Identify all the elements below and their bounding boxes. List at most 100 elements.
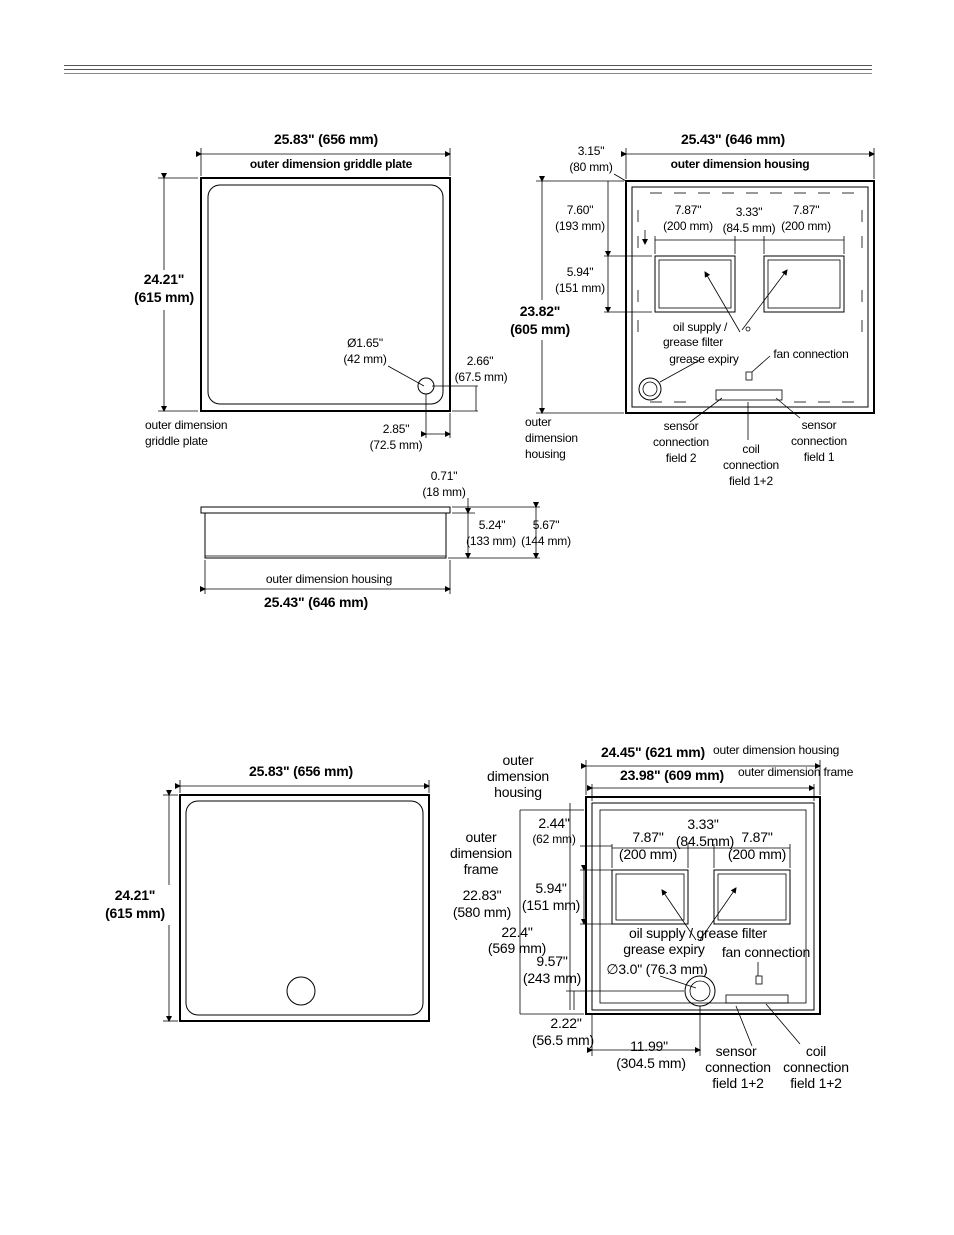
housing-bottom-view (519, 760, 821, 1056)
bottom-housing-width-label: outer dimension housing (713, 743, 840, 757)
outer-housing-label: dimension (486, 768, 550, 784)
coil-connection-label: connection (722, 458, 780, 472)
dim-333-in: 3.33" (735, 205, 763, 219)
griddle-height-in: 24.21" (143, 271, 185, 287)
side-width-dim: 25.43" (646 mm) (263, 594, 369, 610)
grease-expiry-label: grease expiry (669, 352, 739, 366)
coil-connection-label: coil (805, 1043, 827, 1059)
dim-2283-in: 22.83" (462, 887, 502, 903)
dim-594-mm: (151 mm) (555, 281, 605, 295)
dim-787a-in: 7.87" (674, 203, 702, 217)
griddle-plate-top-view (158, 148, 478, 438)
griddle-width-dim: 25.83" (656 mm) (273, 131, 379, 147)
header-rule (64, 69, 872, 70)
bottom-housing-width-dim: 24.45" (621 mm) (600, 744, 706, 760)
dim-567-mm: (144 mm) (521, 534, 571, 548)
sensor-field-2-label: field 2 (665, 451, 697, 465)
dim-594-mm: (151 mm) (521, 897, 581, 913)
dim-1199-mm: (304.5 mm) (616, 1055, 686, 1071)
housing-height-in: 23.82" (519, 303, 561, 319)
griddle-bottom-height-mm: (615 mm) (105, 905, 165, 921)
dim-567-in: 5.67" (532, 518, 560, 532)
dim-957-in: 9.57" (536, 953, 568, 969)
dim-222-in: 2.22" (550, 1015, 582, 1031)
sensor-connection-label: field 1+2 (712, 1075, 764, 1091)
side-housing-label: outer dimension housing (265, 572, 393, 586)
drain-offset-y-mm: (67.5 mm) (454, 370, 508, 384)
bottom-frame-width-dim: 23.98" (609 mm) (619, 767, 725, 783)
dim-787b-mm: (200 mm) (727, 846, 787, 862)
griddle-width-label: outer dimension griddle plate (249, 157, 413, 171)
dim-244-in: 2.44" (538, 815, 570, 831)
offset-in: 3.15" (577, 144, 605, 158)
dim-787b-in: 7.87" (792, 203, 820, 217)
dim-787a-mm: (200 mm) (663, 219, 713, 233)
outlet-diameter-label: ∅3.0" (76.3 mm) (606, 961, 708, 977)
coil-connection-label: coil (742, 442, 760, 456)
oil-supply-label: oil supply / (672, 320, 728, 334)
housing-top-view (536, 148, 875, 440)
outer-housing-label: outer (525, 415, 552, 429)
outer-housing-label: housing (494, 784, 542, 800)
dim-524-mm: (133 mm) (466, 534, 516, 548)
drain-diameter-mm: (42 mm) (343, 352, 387, 366)
griddle-bottom-height-in: 24.21" (114, 887, 156, 903)
bottom-frame-width-label: outer dimension frame (738, 765, 854, 779)
outer-dimension-label: griddle plate (145, 434, 208, 448)
sensor-field-1-label: field 1 (803, 450, 835, 464)
oil-supply-label: oil supply / grease filter (629, 925, 767, 941)
outer-frame-label: outer (465, 829, 497, 845)
dim-957-mm: (243 mm) (522, 970, 582, 986)
dim-071-mm: (18 mm) (422, 485, 466, 499)
dim-222-mm: (56.5 mm) (532, 1032, 594, 1048)
dim-760-in: 7.60" (566, 203, 594, 217)
sensor-connection-label: connection (705, 1059, 771, 1075)
sensor-field-2-label: connection (652, 435, 710, 449)
outer-housing-label: outer (502, 752, 534, 768)
outer-dimension-label: outer dimension (145, 418, 228, 432)
drain-offset-x-mm: (72.5 mm) (369, 438, 423, 452)
housing-width-label: outer dimension housing (670, 157, 810, 171)
dim-594-in: 5.94" (535, 880, 567, 896)
outer-frame-label: frame (463, 861, 499, 877)
dim-333-mm: (84.5mm) (675, 833, 735, 849)
dim-224-mm: (569 mm) (487, 940, 547, 956)
griddle-bottom-width-dim: 25.83" (656 mm) (248, 763, 354, 779)
outer-housing-label: housing (525, 447, 566, 461)
sensor-field-1-label: sensor (801, 418, 837, 432)
dim-333-mm: (84.5 mm) (722, 221, 776, 235)
dim-787b-mm: (200 mm) (781, 219, 831, 233)
dim-787b-in: 7.87" (741, 829, 773, 845)
fan-connection-label: fan connection (721, 944, 811, 960)
fan-connection-label: fan connection (773, 347, 849, 361)
drain-diameter-in: Ø1.65" (347, 336, 383, 350)
grease-filter-label: grease filter (662, 335, 724, 349)
dim-787a-in: 7.87" (632, 829, 664, 845)
dim-760-mm: (193 mm) (555, 219, 605, 233)
dim-244-mm: (62 mm) (532, 832, 576, 846)
dim-071-in: 0.71" (430, 469, 458, 483)
dim-2283-mm: (580 mm) (452, 904, 512, 920)
header-rule (64, 65, 872, 66)
housing-width-dim: 25.43" (646 mm) (680, 131, 786, 147)
housing-height-mm: (605 mm) (510, 321, 570, 337)
outer-frame-label: dimension (449, 845, 513, 861)
griddle-plate-bottom-view (163, 780, 430, 1022)
drain-offset-x-in: 2.85" (382, 422, 410, 436)
outer-housing-label: dimension (525, 431, 578, 445)
griddle-height-mm: (615 mm) (134, 289, 194, 305)
offset-mm: (80 mm) (569, 160, 613, 174)
dim-1199-in: 11.99" (630, 1038, 668, 1054)
dim-787a-mm: (200 mm) (618, 846, 678, 862)
sensor-field-1-label: connection (790, 434, 848, 448)
side-view (200, 498, 540, 594)
coil-connection-label: field 1+2 (729, 474, 773, 488)
dim-524-in: 5.24" (478, 518, 506, 532)
coil-connection-label: connection (783, 1059, 849, 1075)
sensor-field-2-label: sensor (663, 419, 699, 433)
header-rule (64, 73, 872, 74)
dim-333-in: 3.33" (687, 816, 719, 832)
coil-connection-label: field 1+2 (790, 1075, 842, 1091)
